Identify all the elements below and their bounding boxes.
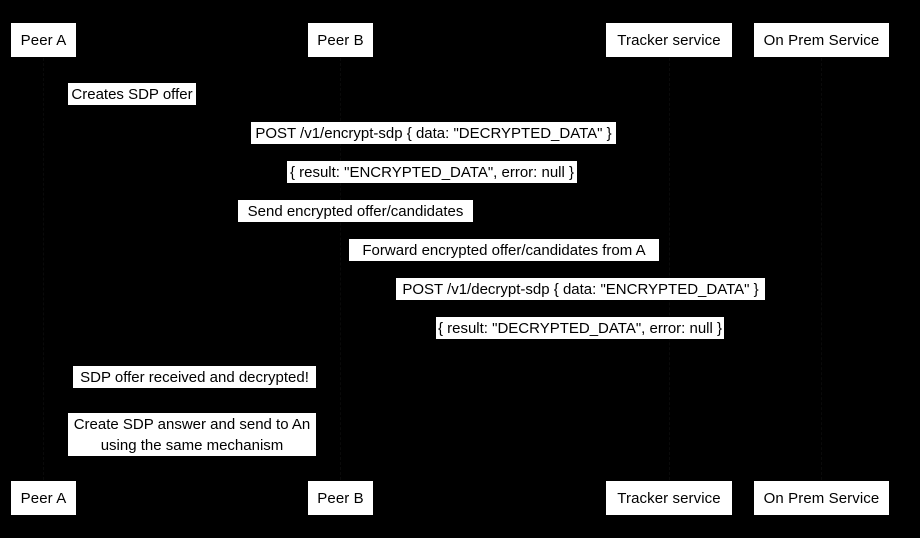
participant-tracker-service-label: Tracker service bbox=[617, 31, 721, 49]
participant-tracker-service[interactable]: Tracker service bbox=[605, 22, 733, 58]
participant-footer-on-prem-service-label: On Prem Service bbox=[763, 489, 880, 507]
note-create-sdp-answer-line-2: using the same mechanism bbox=[100, 437, 284, 454]
lifeline-peer-b bbox=[340, 58, 341, 480]
message-creates-sdp-offer: Creates SDP offer bbox=[68, 83, 196, 105]
participant-footer-tracker-service[interactable]: Tracker service bbox=[605, 480, 733, 516]
participant-footer-peer-a-label: Peer A bbox=[20, 489, 67, 507]
note-create-sdp-answer: Create SDP answer and send to An using t… bbox=[68, 413, 316, 456]
participant-footer-tracker-service-label: Tracker service bbox=[617, 489, 721, 507]
lifeline-on-prem bbox=[821, 58, 822, 480]
participant-footer-peer-a[interactable]: Peer A bbox=[10, 480, 77, 516]
participant-on-prem-service[interactable]: On Prem Service bbox=[753, 22, 890, 58]
participant-peer-b[interactable]: Peer B bbox=[307, 22, 374, 58]
participant-peer-b-label: Peer B bbox=[317, 31, 364, 49]
message-sdp-offer-received: SDP offer received and decrypted! bbox=[73, 366, 316, 388]
message-forward-encrypted-offer: Forward encrypted offer/candidates from … bbox=[349, 239, 659, 261]
participant-footer-peer-b-label: Peer B bbox=[317, 489, 364, 507]
lifeline-peer-a bbox=[43, 58, 44, 480]
participant-on-prem-service-label: On Prem Service bbox=[763, 31, 880, 49]
message-send-encrypted-offer: Send encrypted offer/candidates bbox=[238, 200, 473, 222]
message-encrypt-sdp-request: POST /v1/encrypt-sdp { data: "DECRYPTED_… bbox=[251, 122, 616, 144]
participant-peer-a-label: Peer A bbox=[20, 31, 67, 49]
participant-footer-peer-b[interactable]: Peer B bbox=[307, 480, 374, 516]
message-encrypt-sdp-response: { result: "ENCRYPTED_DATA", error: null … bbox=[287, 161, 577, 183]
participant-peer-a[interactable]: Peer A bbox=[10, 22, 77, 58]
message-decrypt-sdp-request: POST /v1/decrypt-sdp { data: "ENCRYPTED_… bbox=[396, 278, 765, 300]
participant-footer-on-prem-service[interactable]: On Prem Service bbox=[753, 480, 890, 516]
note-create-sdp-answer-line-1: Create SDP answer and send to An bbox=[73, 416, 311, 433]
lifeline-tracker bbox=[669, 58, 670, 480]
message-decrypt-sdp-response: { result: "DECRYPTED_DATA", error: null … bbox=[436, 317, 724, 339]
